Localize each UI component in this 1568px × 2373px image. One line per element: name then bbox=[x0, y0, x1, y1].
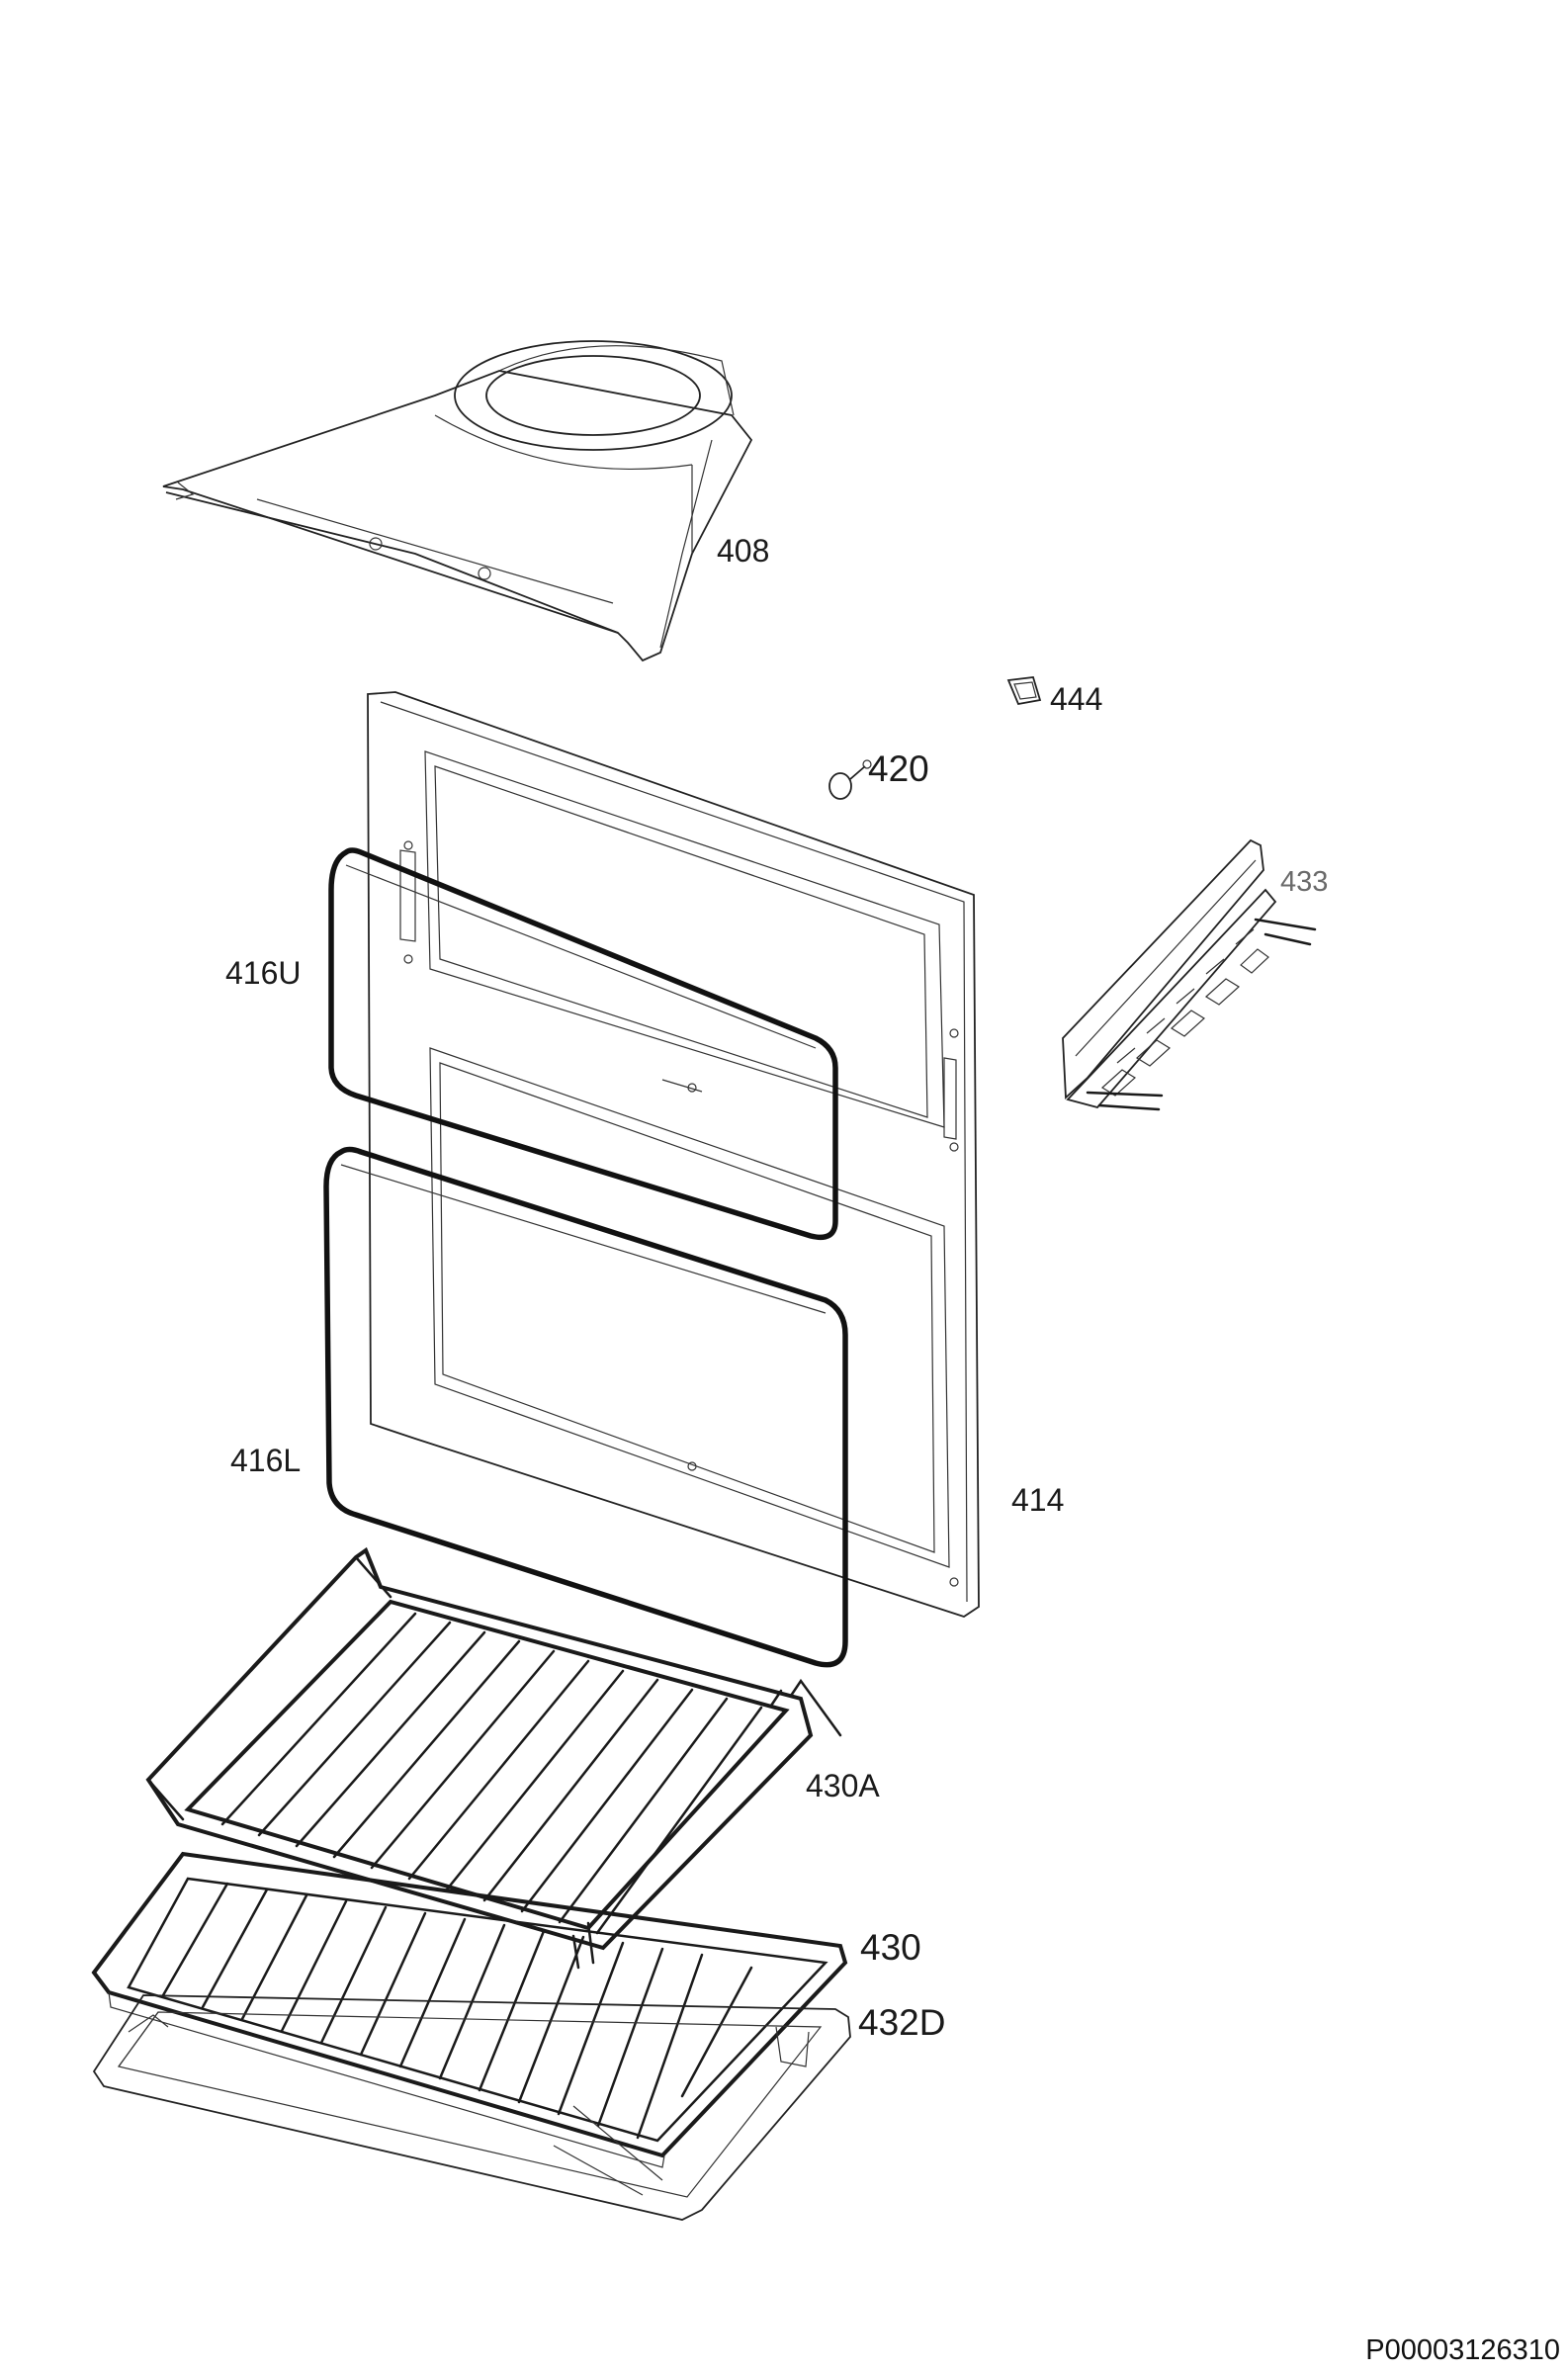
label-444: 444 bbox=[1050, 681, 1102, 717]
label-420: 420 bbox=[868, 748, 929, 789]
part-432D-drip-tray bbox=[92, 1994, 851, 2221]
part-416U-upper-seal bbox=[328, 847, 838, 1241]
label-416L: 416L bbox=[230, 1443, 301, 1478]
label-408: 408 bbox=[717, 533, 769, 569]
document-code: P00003126310 bbox=[1365, 2334, 1560, 2366]
label-432D: 432D bbox=[858, 2002, 945, 2043]
label-414: 414 bbox=[1011, 1482, 1064, 1518]
label-433: 433 bbox=[1280, 866, 1328, 898]
part-444-clip bbox=[1006, 676, 1042, 706]
part-430-grill-grid bbox=[91, 1851, 848, 2168]
part-414-cavity-panel bbox=[367, 691, 980, 1618]
part-430A-wire-shelf bbox=[145, 1546, 842, 1970]
label-430: 430 bbox=[860, 1927, 921, 1968]
part-408-fan-cover bbox=[162, 340, 753, 662]
label-430A: 430A bbox=[806, 1768, 880, 1803]
part-433-shelf-rail bbox=[1062, 838, 1317, 1111]
part-416L-lower-seal bbox=[323, 1146, 848, 1668]
part-420-screw bbox=[828, 759, 872, 800]
label-416U: 416U bbox=[225, 955, 302, 991]
